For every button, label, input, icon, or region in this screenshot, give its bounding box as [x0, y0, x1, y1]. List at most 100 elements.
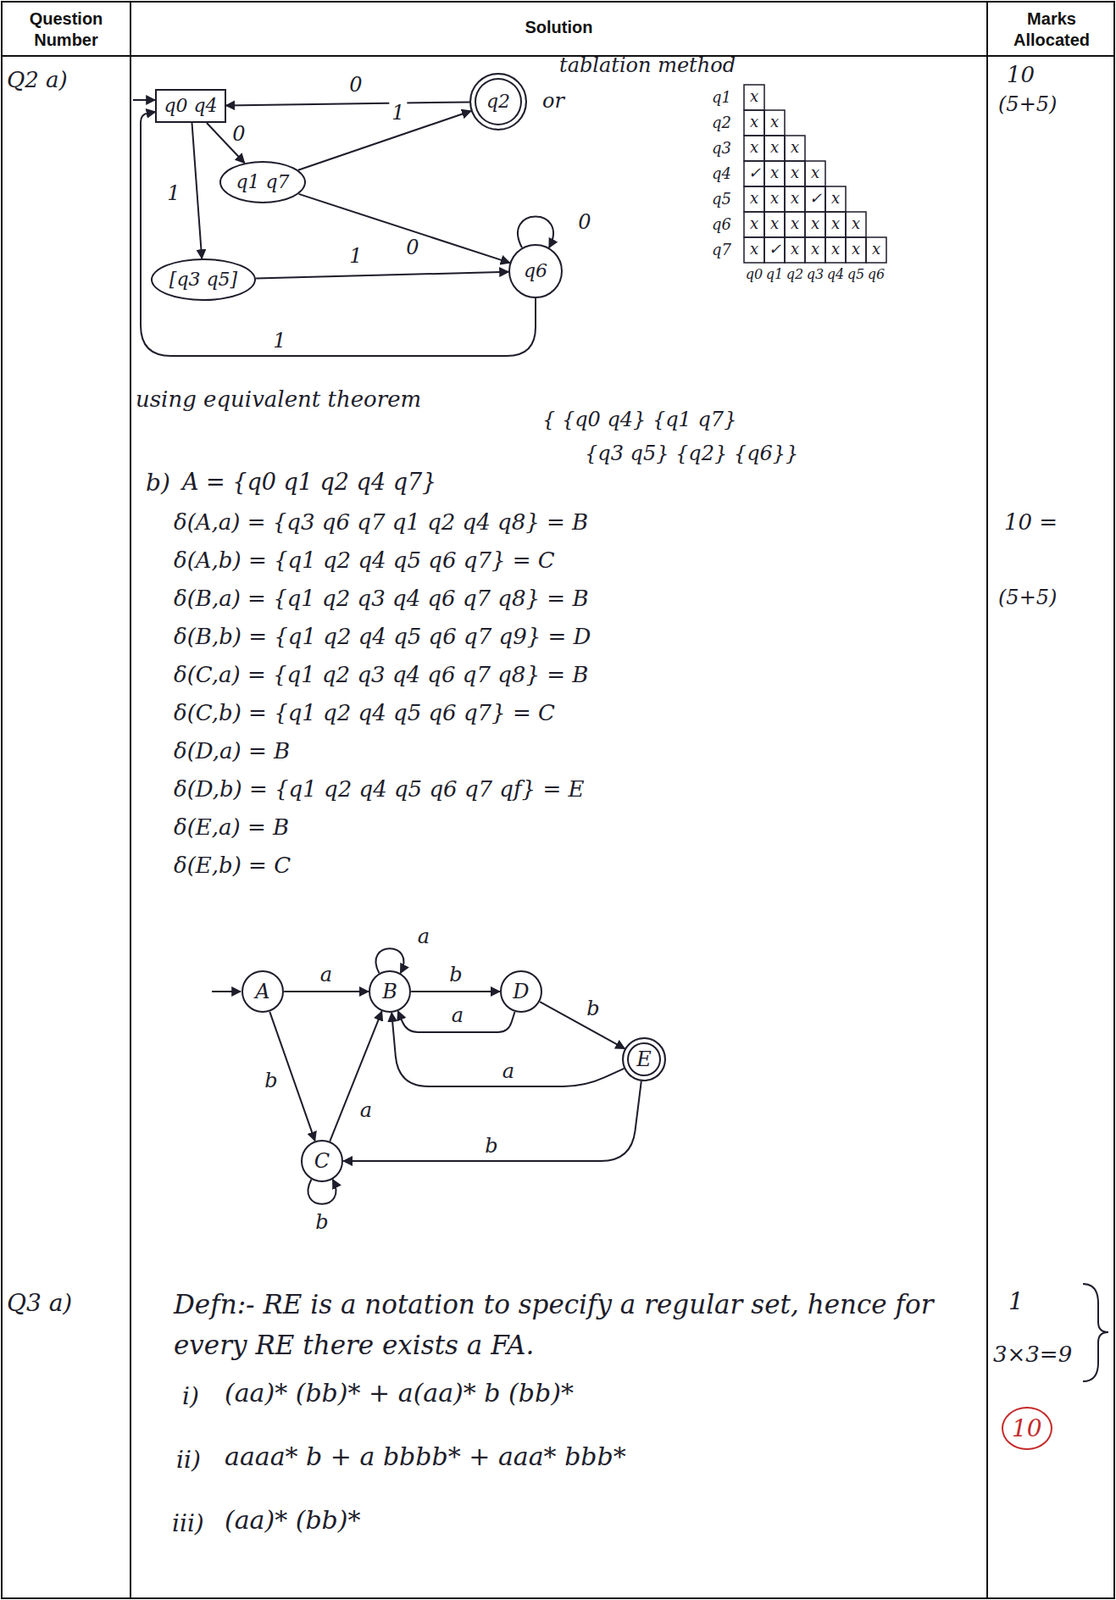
transition-label: 1: [164, 182, 183, 205]
table-column-label: q6: [863, 266, 889, 284]
transition-label: 0: [575, 210, 594, 234]
state-name: B: [382, 980, 398, 1003]
transition-label: 0: [403, 236, 422, 259]
item-number: iii): [172, 1508, 205, 1538]
table-cell: x: [764, 214, 785, 234]
table-cell: x: [744, 188, 765, 209]
table-row-label: q6: [711, 215, 741, 235]
state-name: [q3 q5]: [169, 269, 238, 290]
final-state: E: [621, 1037, 667, 1082]
table-grid: [784, 237, 806, 263]
method-note: tablation method: [559, 52, 736, 78]
transition-label: 1: [388, 101, 407, 124]
table-cell: x: [764, 188, 785, 209]
state-name: E: [636, 1048, 652, 1071]
table-grid: [764, 186, 785, 212]
table-grid: [825, 186, 846, 212]
table-grid: [744, 84, 765, 111]
state-name: q0 q4: [163, 95, 217, 117]
table-cell: x: [805, 239, 826, 260]
header-cell: Marks Allocated: [987, 8, 1116, 51]
table-grid: [764, 135, 785, 162]
state-circle: D: [499, 970, 543, 1013]
table-cell: x: [744, 214, 765, 234]
transition-arrow: [299, 194, 511, 263]
table-cell: x: [764, 163, 785, 184]
transition-line: δ(E,b) = C: [173, 851, 291, 880]
table-grid: [764, 211, 785, 238]
table-cell: x: [784, 214, 806, 234]
transition-arrow: [391, 1012, 624, 1087]
table-cell: x: [744, 87, 765, 107]
regular-expression: aaaa* b + a bbbb* + aaa* bbb*: [224, 1440, 627, 1473]
table-row-label: q7: [711, 240, 741, 261]
transition-label: a: [317, 963, 335, 986]
transition-arrow: [539, 1001, 625, 1049]
transition-arrow: [140, 111, 536, 356]
note: using equivalent theorem: [135, 385, 422, 414]
state-name: q2: [486, 91, 511, 112]
transition-line: δ(A,a) = {q3 q6 q7 q1 q2 q4 q8} = B: [173, 508, 589, 537]
transition-arrow: [255, 272, 509, 279]
table-column-label: q0: [741, 266, 767, 284]
column-rule: [129, 1, 132, 1599]
table-column-label: q3: [802, 266, 828, 284]
transition-arrow: [517, 216, 554, 248]
table-cell: x: [744, 138, 765, 158]
transition-line: δ(B,a) = {q1 q2 q3 q4 q6 q7 q8} = B: [173, 584, 589, 613]
transition-label: a: [449, 1004, 467, 1027]
table-grid: [784, 211, 806, 238]
table-cell: x: [784, 138, 806, 158]
table-cell: x: [784, 163, 806, 184]
regular-expression: (aa)* (bb)* + a(aa)* b (bb)*: [224, 1376, 574, 1410]
table-cell: x: [825, 239, 846, 260]
transition-line: δ(B,b) = {q1 q2 q4 q5 q6 q7 q9} = D: [173, 622, 591, 651]
transition-line: δ(C,a) = {q1 q2 q3 q4 q6 q7 q8} = B: [173, 660, 589, 689]
table-row-label: q5: [711, 189, 741, 210]
table-cell: x: [866, 239, 887, 260]
part-number: b): [145, 467, 171, 498]
transition-arrow: [329, 1010, 382, 1141]
state-name: C: [314, 1149, 330, 1172]
transition-label: a: [357, 1099, 375, 1122]
table-grid: [784, 161, 806, 187]
state-name: q6: [523, 260, 548, 282]
definition: Defn:- RE is a notation to specify a reg…: [173, 1283, 971, 1366]
marks-brace: [1082, 1283, 1109, 1382]
transition-line: δ(D,b) = {q1 q2 q4 q5 q6 q7 qf} = E: [173, 775, 584, 804]
item-number: i): [182, 1381, 200, 1411]
table-cell: x: [805, 214, 826, 234]
marks: 10 =: [1004, 508, 1058, 537]
table-column-label: q5: [843, 266, 869, 284]
table-cell: x: [805, 163, 826, 184]
transition-label: b: [446, 963, 465, 986]
table-grid: [845, 211, 867, 238]
state-name: A: [255, 980, 270, 1003]
transition-line: δ(E,a) = B: [173, 813, 289, 842]
table-grid: [784, 186, 806, 212]
table-cell: x: [825, 188, 846, 209]
table-grid: [764, 237, 785, 263]
table-grid: [744, 161, 765, 187]
transition-label: b: [482, 1134, 500, 1157]
marks: 10: [1006, 61, 1035, 89]
marks: (5+5): [998, 584, 1057, 611]
table-grid: [744, 135, 765, 162]
transition-arrow: [298, 111, 472, 171]
transition-label: 1: [346, 244, 365, 267]
table-row-label: q2: [711, 113, 741, 134]
table-grid: [764, 161, 785, 187]
state-circle: C: [300, 1139, 344, 1183]
state-name: q1 q7: [235, 172, 289, 193]
table-column-label: q2: [782, 266, 808, 284]
transition-arrow: [192, 122, 203, 259]
transition-line: δ(C,b) = {q1 q2 q4 q5 q6 q7} = C: [173, 699, 556, 728]
transition-arrow: [343, 1081, 642, 1161]
table-column-label: q1: [761, 266, 788, 284]
table-row-label: q3: [711, 138, 741, 159]
transition-label: 0: [229, 122, 248, 145]
table-grid: [805, 186, 826, 212]
table-cell: ✓: [764, 239, 785, 260]
header-cell: Question Number: [6, 8, 126, 51]
